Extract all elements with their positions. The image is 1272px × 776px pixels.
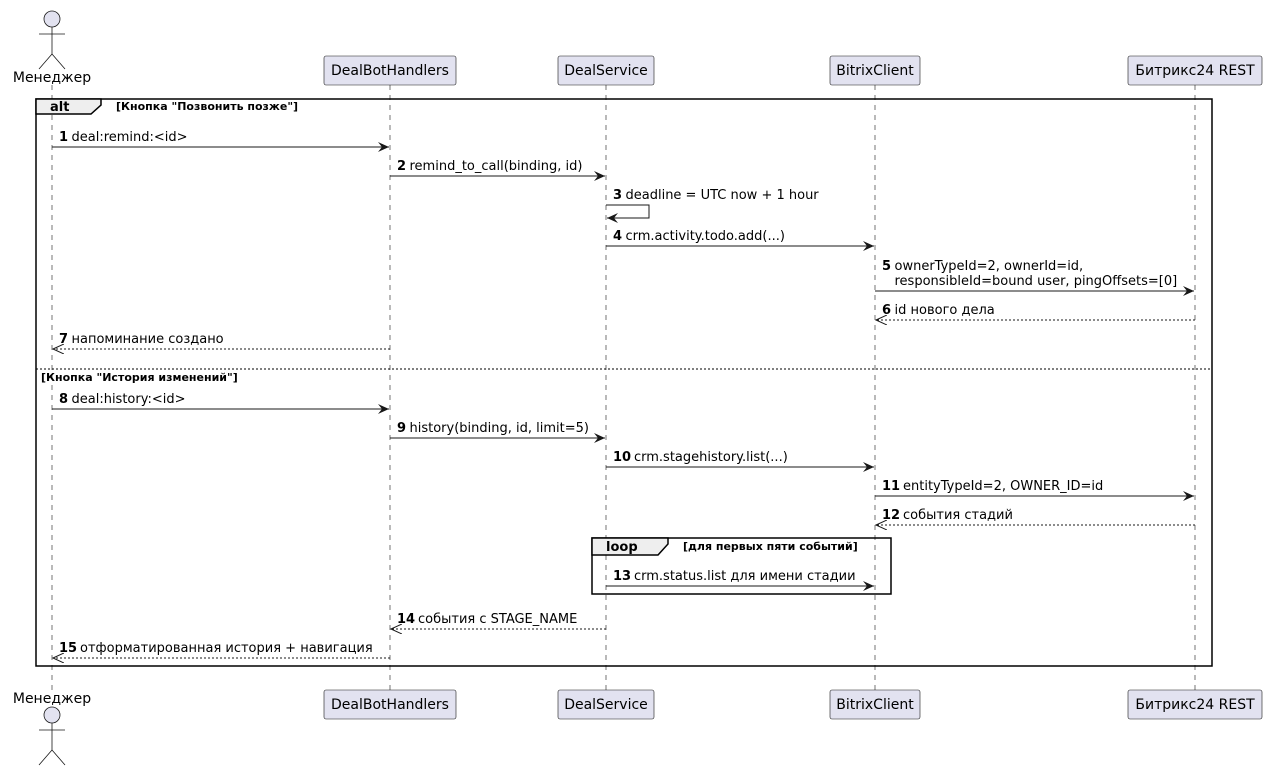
- lifelines: [51, 85, 1196, 690]
- message-label: history(binding, id, limit=5): [410, 421, 589, 436]
- message-label: crm.activity.todo.add(...): [626, 229, 785, 244]
- message-3: 3 deadline = UTC now + 1 hour: [606, 188, 820, 223]
- loop-guard: [для первых пяти событий]: [683, 540, 858, 553]
- message-number: 2: [397, 159, 406, 174]
- message-9: 9 history(binding, id, limit=5): [390, 421, 605, 443]
- participant-label-service: DealService: [564, 63, 648, 79]
- message-number: 11: [882, 479, 900, 494]
- participant-label-handlers: DealBotHandlers: [331, 63, 449, 79]
- message-number: 8: [59, 392, 68, 407]
- messages: 1 deal:remind:<id> 2 remind_to_call(binding…: [52, 130, 1195, 658]
- participant-label-handlers: DealBotHandlers: [331, 697, 449, 713]
- message-5: 5 ownerTypeId=2, ownerId=id,responsibleId…: [875, 259, 1194, 296]
- message-1: 1 deal:remind:<id>: [52, 130, 389, 152]
- message-label: ownerTypeId=2, ownerId=id,: [895, 259, 1084, 274]
- message-number: 1: [59, 130, 68, 145]
- message-label: remind_to_call(binding, id): [410, 159, 583, 174]
- participant-service-bottom: DealService: [557, 689, 655, 720]
- participant-client-top: BitrixClient: [829, 55, 921, 86]
- message-7: 7 напоминание создано: [53, 332, 390, 349]
- alt-fragment: alt [Кнопка "Позвонить позже"] [Кнопка "…: [35, 98, 1213, 667]
- actor-head-icon: [43, 10, 61, 28]
- message-8: 8 deal:history:<id>: [52, 392, 389, 414]
- participant-client-bottom: BitrixClient: [829, 689, 921, 720]
- participant-handlers-top: DealBotHandlers: [323, 55, 457, 86]
- message-number: 5: [882, 259, 891, 274]
- message-number: 13: [613, 569, 631, 584]
- participant-label-rest: Битрикс24 REST: [1135, 697, 1255, 713]
- message-number: 15: [59, 641, 77, 656]
- alt-label: alt: [50, 100, 69, 115]
- actor-head-icon: [43, 706, 61, 724]
- message-6: 6 id нового дела: [876, 303, 1195, 320]
- participant-label-manager: Менеджер: [13, 691, 91, 707]
- actor-manager-top: Менеджер: [13, 10, 91, 86]
- message-label: события с STAGE_NAME: [418, 612, 577, 627]
- message-number: 12: [882, 508, 900, 523]
- participant-label-client: BitrixClient: [836, 63, 914, 79]
- message-label: crm.stagehistory.list(...): [634, 450, 788, 465]
- loop-label: loop: [606, 540, 638, 555]
- message-label: entityTypeId=2, OWNER_ID=id: [903, 479, 1103, 494]
- message-label: id нового дела: [895, 303, 995, 318]
- participant-label-manager: Менеджер: [13, 70, 91, 86]
- loop-fragment: loop [для первых пяти событий]: [591, 537, 892, 595]
- participant-label-client: BitrixClient: [836, 697, 914, 713]
- message-label: напоминание создано: [72, 332, 224, 347]
- message-number: 7: [59, 332, 68, 347]
- message-label: responsibleId=bound user, pingOffsets=[0…: [895, 274, 1178, 289]
- message-label: события стадий: [903, 508, 1013, 523]
- alt-guard-1: [Кнопка "Позвонить позже"]: [116, 100, 298, 113]
- actor-manager-bottom: Менеджер: [13, 691, 91, 766]
- participant-label-rest: Битрикс24 REST: [1135, 63, 1255, 79]
- message-label: deal:history:<id>: [72, 392, 186, 407]
- participant-service-top: DealService: [557, 55, 655, 86]
- message-arrow: [606, 204, 650, 223]
- participant-rest-bottom: Битрикс24 REST: [1127, 689, 1263, 720]
- participants: МенеджерМенеджерDealBotHandlersDealBotHa…: [13, 10, 1263, 766]
- participant-label-service: DealService: [564, 697, 648, 713]
- message-number: 6: [882, 303, 891, 318]
- message-number: 10: [613, 450, 631, 465]
- message-number: 4: [613, 229, 622, 244]
- message-label: crm.status.list для имени стадии: [634, 569, 856, 584]
- message-number: 14: [397, 612, 415, 627]
- message-label: отформатированная история + навигация: [80, 641, 373, 656]
- message-2: 2 remind_to_call(binding, id): [390, 159, 605, 181]
- message-label: deal:remind:<id>: [72, 130, 188, 145]
- message-number: 3: [613, 188, 622, 203]
- message-number: 9: [397, 421, 406, 436]
- participant-handlers-bottom: DealBotHandlers: [323, 689, 457, 720]
- message-label: deadline = UTC now + 1 hour: [626, 188, 820, 203]
- message-4: 4 crm.activity.todo.add(...): [606, 229, 874, 251]
- participant-rest-top: Битрикс24 REST: [1127, 55, 1263, 86]
- alt-guard-2: [Кнопка "История изменений"]: [41, 371, 238, 384]
